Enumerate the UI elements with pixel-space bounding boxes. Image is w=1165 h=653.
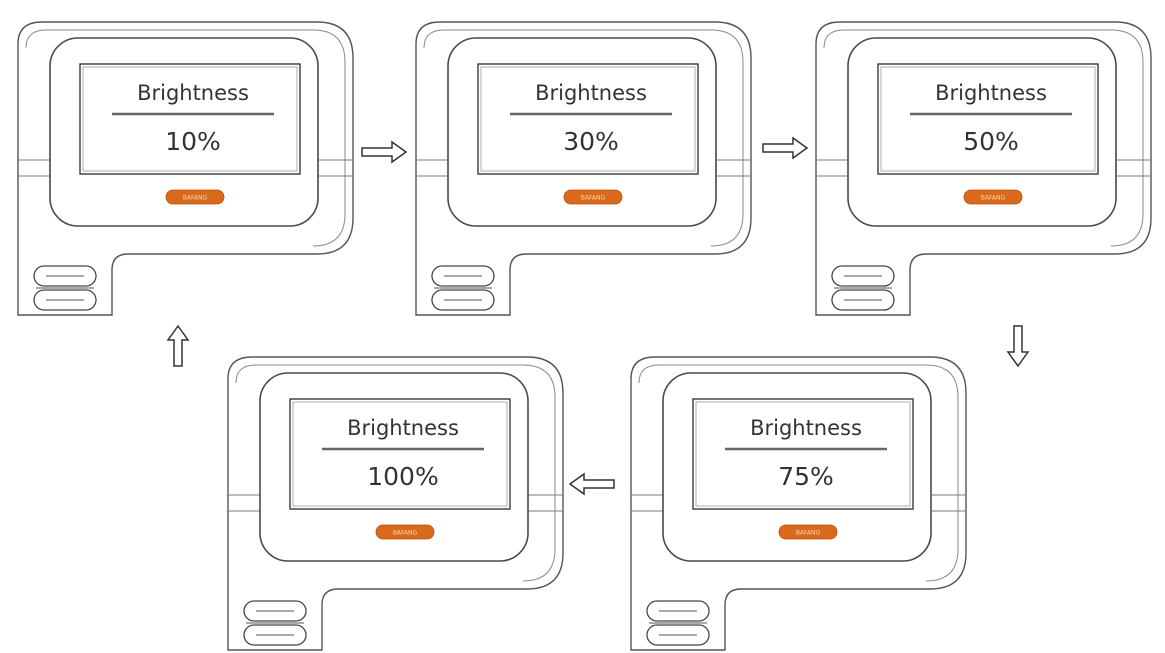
display-screen: [79, 63, 301, 175]
brand-logo-text: BAFANG: [981, 195, 1006, 202]
display-screen: [477, 63, 699, 175]
display-screen-edge: [880, 66, 1096, 172]
arrow-down-icon: [1006, 325, 1030, 368]
brand-logo-text: BAFANG: [183, 195, 208, 202]
device-body-edge: [823, 29, 1144, 247]
display-screen-edge: [695, 401, 911, 507]
display-device: Brightness 10% BAFANG: [17, 21, 354, 316]
brightness-label: Brightness: [535, 81, 647, 105]
brand-logo-pill: [563, 189, 623, 205]
device-body-edge: [235, 364, 556, 582]
display-screen-edge: [292, 401, 508, 507]
display-device: Brightness 50% BAFANG: [815, 21, 1152, 316]
control-buttons: [33, 265, 97, 311]
brand-logo-pill: [778, 524, 838, 540]
brand-logo-pill: [963, 189, 1023, 205]
brightness-value: 30%: [563, 127, 619, 156]
arrow-left-icon: [568, 472, 615, 496]
brightness-label: Brightness: [750, 416, 862, 440]
brightness-label: Brightness: [935, 81, 1047, 105]
control-buttons: [646, 600, 710, 646]
device-body-edge: [423, 29, 744, 247]
arrow-right-icon: [762, 136, 809, 160]
control-buttons: [431, 265, 495, 311]
arrow-up-icon: [166, 324, 190, 367]
brightness-value: 50%: [963, 127, 1019, 156]
arrow-right-icon: [361, 140, 408, 164]
display-device: Brightness 100% BAFANG: [227, 356, 564, 651]
brand-logo-text: BAFANG: [581, 195, 606, 202]
display-screen: [289, 398, 511, 510]
brightness-label: Brightness: [137, 81, 249, 105]
display-screen-edge: [82, 66, 298, 172]
control-buttons: [831, 265, 895, 311]
display-device: Brightness 75% BAFANG: [630, 356, 967, 651]
control-buttons: [243, 600, 307, 646]
display-screen: [692, 398, 914, 510]
brand-logo-pill: [375, 524, 435, 540]
display-device: Brightness 30% BAFANG: [415, 21, 752, 316]
display-screen-edge: [480, 66, 696, 172]
brand-logo-pill: [165, 189, 225, 205]
brand-logo-text: BAFANG: [796, 530, 821, 537]
device-body-edge: [638, 364, 959, 582]
brightness-label: Brightness: [347, 416, 459, 440]
brand-logo-text: BAFANG: [393, 530, 418, 537]
brightness-value: 10%: [165, 127, 221, 156]
brightness-value: 75%: [778, 462, 834, 491]
brightness-value: 100%: [367, 462, 438, 491]
device-body-edge: [25, 29, 346, 247]
display-screen: [877, 63, 1099, 175]
